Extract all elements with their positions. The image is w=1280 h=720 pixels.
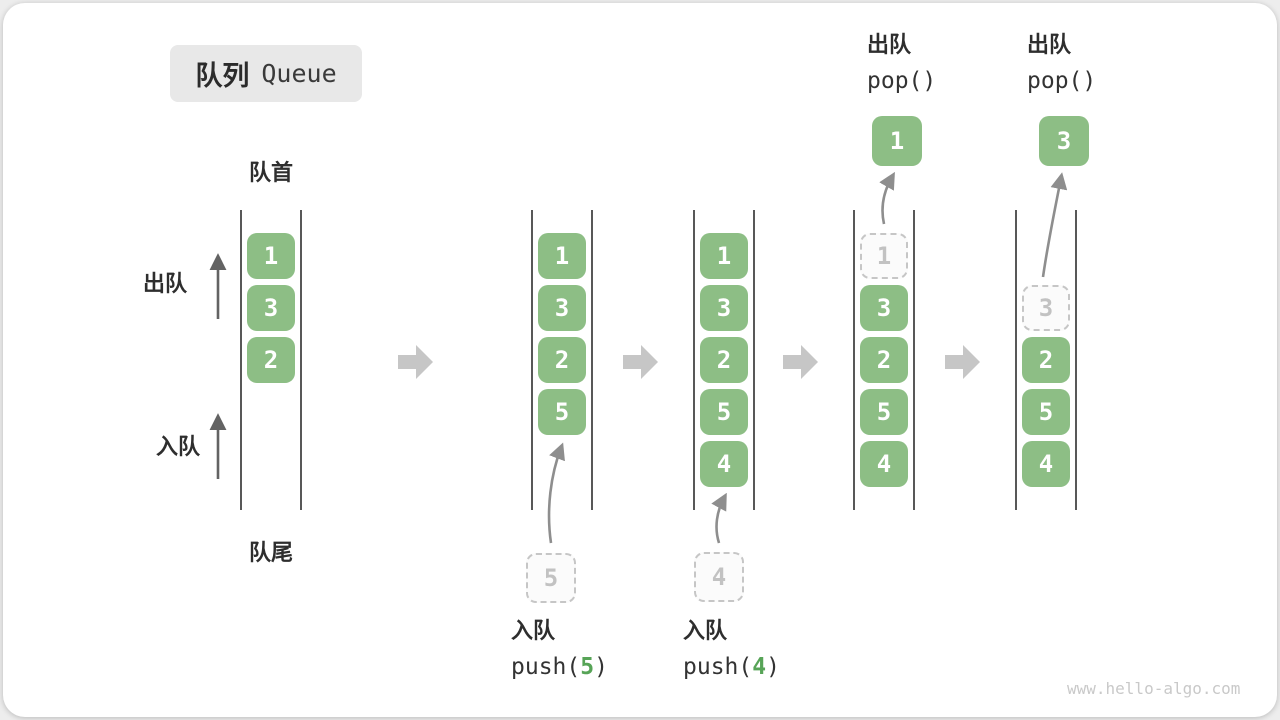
op-code-pre: pop( <box>1027 68 1083 94</box>
queue-column-4 <box>853 210 915 510</box>
popped-box: 1 <box>872 116 922 166</box>
queue-column-1 <box>240 210 302 510</box>
queue-box-solid: 4 <box>700 441 748 487</box>
queue-box-solid: 2 <box>247 337 295 383</box>
queue-box-solid: 5 <box>1022 389 1070 435</box>
staging-box: 4 <box>694 552 744 602</box>
op-code-post: ) <box>1082 68 1097 94</box>
queue-column-3 <box>693 210 755 510</box>
diagram-title: 队列 Queue <box>170 45 362 102</box>
arrows-overlay <box>209 171 1068 544</box>
op-label-zh: 入队 <box>683 618 728 643</box>
op-code-arg: 4 <box>752 654 767 680</box>
op-code: pop() <box>867 67 936 95</box>
queue-box-solid: 1 <box>247 233 295 279</box>
enqueue-operation-label: 入队 push(4) <box>683 617 780 681</box>
queue-box-solid: 3 <box>538 285 586 331</box>
queue-column-5 <box>1015 210 1077 510</box>
op-label-zh: 出队 <box>1027 32 1072 57</box>
queue-front-label: 队首 <box>248 160 293 185</box>
watermark: www.hello-algo.com <box>1067 679 1241 698</box>
enqueue-operation-label: 入队 push(5) <box>511 617 608 681</box>
queue-box-solid: 3 <box>700 285 748 331</box>
op-code-arg: 5 <box>580 654 595 680</box>
queue-box-solid: 2 <box>860 337 908 383</box>
step-arrow-icon-4 <box>945 345 980 379</box>
op-code: pop() <box>1027 67 1096 95</box>
queue-rear-label: 队尾 <box>248 540 293 565</box>
step-arrow-icon-3 <box>783 345 818 379</box>
title-zh: 队列 <box>195 61 250 91</box>
queue-box-solid: 5 <box>700 389 748 435</box>
op-code-post: ) <box>766 654 780 680</box>
op-code-post: ) <box>594 654 608 680</box>
dequeue-operation-label: 出队 pop() <box>867 31 936 95</box>
dequeue-side-label: 出队 <box>143 271 188 296</box>
op-code: push(5) <box>511 653 608 681</box>
queue-box-solid: 1 <box>700 233 748 279</box>
queue-box-solid: 2 <box>538 337 586 383</box>
popped-box: 3 <box>1039 116 1089 166</box>
queue-box-solid: 3 <box>860 285 908 331</box>
op-label-zh: 出队 <box>867 32 912 57</box>
op-code-pre: push( <box>511 654 581 680</box>
queue-box-solid: 4 <box>860 441 908 487</box>
op-code: push(4) <box>683 653 780 681</box>
op-label-zh: 入队 <box>511 618 556 643</box>
op-code-pre: pop( <box>867 68 923 94</box>
step-arrow-icon-1 <box>398 345 433 379</box>
op-code-pre: push( <box>683 654 753 680</box>
queue-box-solid: 1 <box>538 233 586 279</box>
dequeue-operation-label: 出队 pop() <box>1027 31 1096 95</box>
queue-box-solid: 5 <box>538 389 586 435</box>
queue-box-solid: 2 <box>700 337 748 383</box>
queue-box-ghost: 3 <box>1022 285 1070 331</box>
queue-box-solid: 4 <box>1022 441 1070 487</box>
queue-box-solid: 2 <box>1022 337 1070 383</box>
queue-box-solid: 5 <box>860 389 908 435</box>
title-en: Queue <box>261 59 337 88</box>
queue-box-ghost: 1 <box>860 233 908 279</box>
queue-column-2 <box>531 210 593 510</box>
enqueue-side-label: 入队 <box>156 434 201 459</box>
step-arrow-icon-2 <box>623 345 658 379</box>
staging-box: 5 <box>526 553 576 603</box>
op-code-post: ) <box>922 68 937 94</box>
queue-box-solid: 3 <box>247 285 295 331</box>
